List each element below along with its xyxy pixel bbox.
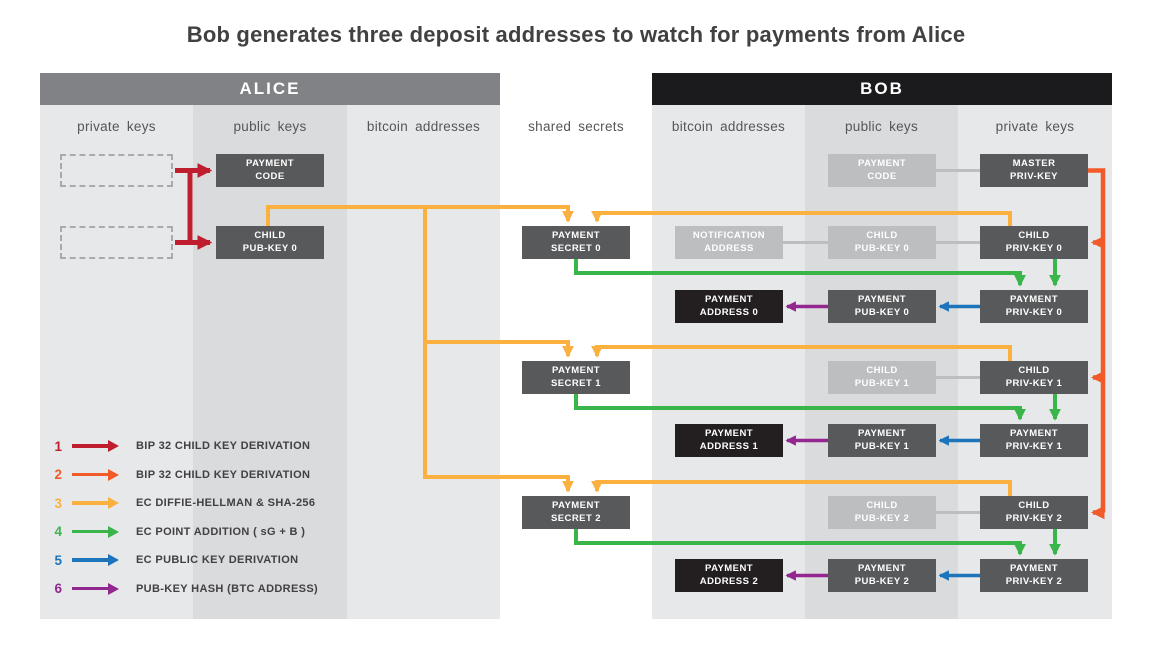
column-bg-alice-public-keys: [193, 105, 347, 619]
legend-label: EC DIFFIE-HELLMAN & SHA-256: [136, 497, 316, 509]
orange-arrow-icon: [72, 468, 122, 481]
legend-number: 6: [54, 581, 62, 596]
legend-label: PUB-KEY HASH (BTC ADDRESS): [136, 582, 319, 595]
yellow-arrow-icon: [72, 497, 122, 509]
bob-child-priv-key-1-box: CHILD PRIV-KEY 1: [980, 361, 1088, 394]
legend-number: 4: [54, 524, 62, 539]
purple-arrow-icon: [72, 582, 122, 595]
box-label: PAYMENT PRIV-KEY 2: [1005, 562, 1063, 587]
legend-label: EC PUBLIC KEY DERIVATION: [136, 554, 299, 566]
box-label: CHILD PUB-KEY 1: [854, 364, 910, 389]
bob-payment-address-2-box: PAYMENT ADDRESS 2: [675, 559, 783, 592]
bob-payment-code-box: PAYMENT CODE: [828, 154, 936, 187]
legend-label: EC POINT ADDITION ( sG + B ): [136, 525, 306, 538]
box-label: PAYMENT PRIV-KEY 0: [1005, 293, 1063, 318]
green-arrow-icon: [72, 525, 122, 538]
bob-child-pub-key-2-box: CHILD PUB-KEY 2: [828, 496, 936, 529]
box-label: CHILD PRIV-KEY 2: [1005, 499, 1063, 524]
bob-child-priv-key-2-box: CHILD PRIV-KEY 2: [980, 496, 1088, 529]
legend-label: BIP 32 CHILD KEY DERIVATION: [136, 468, 311, 481]
bob-child-priv-key-0-box: CHILD PRIV-KEY 0: [980, 226, 1088, 259]
column-label-bob-bitcoin-addresses: bitcoin addresses: [671, 119, 786, 134]
payment-secret-2-box: PAYMENT SECRET 2: [522, 496, 630, 529]
legend-number: 3: [54, 495, 62, 511]
legend-item-4: 4 EC POINT ADDITION ( sG + B ): [48, 523, 318, 541]
box-label: PAYMENT CODE: [857, 157, 907, 182]
payment-secret-0-box: PAYMENT SECRET 0: [522, 226, 630, 259]
alice-child-pub-key-0-box: CHILD PUB-KEY 0: [216, 226, 324, 259]
purple-pubkey-hash-arrows: [785, 301, 828, 581]
box-label: PAYMENT ADDRESS 1: [699, 427, 759, 452]
yellow-ecdh-arrows: [266, 205, 1012, 496]
alice-hidden-private-key-slot-0: [60, 154, 173, 187]
legend-label: BIP 32 CHILD KEY DERIVATION: [136, 440, 311, 452]
box-label: MASTER PRIV-KEY: [1010, 157, 1058, 182]
legend-number: 2: [54, 467, 62, 482]
bob-child-pub-key-1-box: CHILD PUB-KEY 1: [828, 361, 936, 394]
box-label: CHILD PRIV-KEY 0: [1005, 229, 1063, 254]
box-label: PAYMENT ADDRESS 0: [699, 293, 759, 318]
box-label: CHILD PRIV-KEY 1: [1005, 364, 1063, 389]
alice-payment-code-box: PAYMENT CODE: [216, 154, 324, 187]
column-label-alice-private-keys: private keys: [77, 119, 156, 134]
box-label: NOTIFICATION ADDRESS: [692, 229, 766, 254]
box-label: PAYMENT PRIV-KEY 1: [1005, 427, 1063, 452]
box-label: PAYMENT PUB-KEY 2: [854, 562, 910, 587]
column-bg-bob-bitcoin-addresses: [652, 105, 805, 619]
red-bip32-arrows: [175, 163, 213, 250]
box-label: PAYMENT ADDRESS 2: [699, 562, 759, 587]
bob-payment-pub-key-0-box: PAYMENT PUB-KEY 0: [828, 290, 936, 323]
bob-payment-address-1-box: PAYMENT ADDRESS 1: [675, 424, 783, 457]
legend-item-5: 5 EC PUBLIC KEY DERIVATION: [48, 551, 318, 569]
box-label: PAYMENT SECRET 1: [550, 364, 602, 389]
column-label-bob-private-keys: private keys: [995, 119, 1075, 134]
orange-bip32-arrows: [1088, 168, 1106, 520]
column-label-alice-public-keys: public keys: [233, 119, 307, 134]
box-label: CHILD PUB-KEY 2: [854, 499, 910, 524]
legend-item-2: 2 BIP 32 CHILD KEY DERIVATION: [48, 466, 318, 484]
legend-item-6: 6 PUB-KEY HASH (BTC ADDRESS): [48, 580, 318, 598]
payment-secret-1-box: PAYMENT SECRET 1: [522, 361, 630, 394]
box-label: PAYMENT CODE: [245, 157, 295, 182]
bob-notification-address-box: NOTIFICATION ADDRESS: [675, 226, 783, 259]
bob-payment-address-0-box: PAYMENT ADDRESS 0: [675, 290, 783, 323]
blue-arrow-icon: [72, 554, 122, 566]
box-label: CHILD PUB-KEY 0: [854, 229, 910, 254]
legend: 1 BIP 32 CHILD KEY DERIVATION 2 BIP 32 C…: [48, 437, 318, 598]
bob-master-priv-key-box: MASTER PRIV-KEY: [980, 154, 1088, 187]
blue-pubkey-derivation-arrows: [938, 301, 980, 581]
green-point-addition-arrows: [574, 259, 1061, 556]
legend-item-1: 1 BIP 32 CHILD KEY DERIVATION: [48, 437, 318, 455]
column-label-bob-public-keys: public keys: [844, 119, 919, 134]
column-label-shared-secrets: shared secrets: [528, 119, 624, 134]
bob-payment-priv-key-2-box: PAYMENT PRIV-KEY 2: [980, 559, 1088, 592]
bob-child-pub-key-0-box: CHILD PUB-KEY 0: [828, 226, 936, 259]
alice-hidden-private-key-slot-1: [60, 226, 173, 259]
legend-number: 5: [54, 552, 62, 568]
box-label: PAYMENT SECRET 0: [550, 229, 602, 254]
alice-header-bar: ALICE: [40, 73, 500, 105]
diagram-title: Bob generates three deposit addresses to…: [186, 22, 966, 47]
legend-number: 1: [54, 438, 62, 454]
legend-item-3: 3 EC DIFFIE-HELLMAN & SHA-256: [48, 494, 318, 512]
box-label: CHILD PUB-KEY 0: [242, 229, 298, 254]
bob-payment-pub-key-2-box: PAYMENT PUB-KEY 2: [828, 559, 936, 592]
gray-connectors: [783, 169, 980, 514]
red-arrow-icon: [72, 440, 122, 452]
box-label: PAYMENT PUB-KEY 1: [854, 427, 910, 452]
box-label: PAYMENT SECRET 2: [550, 499, 602, 524]
bob-payment-pub-key-1-box: PAYMENT PUB-KEY 1: [828, 424, 936, 457]
bob-payment-priv-key-0-box: PAYMENT PRIV-KEY 0: [980, 290, 1088, 323]
bob-payment-priv-key-1-box: PAYMENT PRIV-KEY 1: [980, 424, 1088, 457]
box-label: PAYMENT PUB-KEY 0: [854, 293, 910, 318]
column-label-alice-bitcoin-addresses: bitcoin addresses: [366, 119, 481, 134]
bob-header-bar: BOB: [652, 73, 1112, 105]
